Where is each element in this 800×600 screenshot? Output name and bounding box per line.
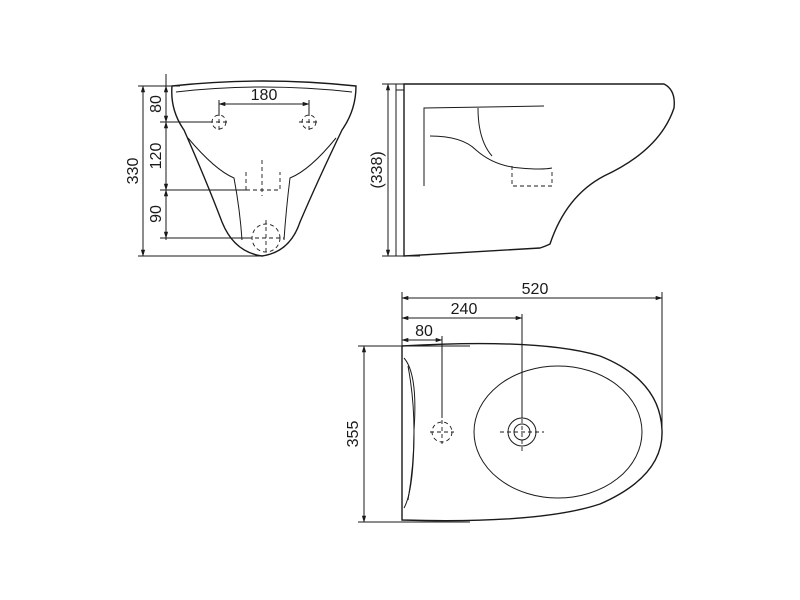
top-tap-hole bbox=[431, 421, 453, 443]
dim-length-label: 520 bbox=[522, 281, 549, 298]
side-body-outline bbox=[403, 83, 675, 257]
dim-top-label: 80 bbox=[148, 95, 165, 113]
top-dimensions: 520 240 80 355 bbox=[345, 281, 663, 523]
dim-total-height-label: 330 bbox=[125, 158, 142, 185]
dim-middle-label: 120 bbox=[148, 143, 165, 170]
dim-tap-label: 80 bbox=[415, 323, 433, 340]
front-rim-line bbox=[175, 86, 353, 93]
side-height-label: (338) bbox=[369, 151, 386, 188]
side-view: (338) bbox=[369, 83, 675, 257]
dim-hole-spacing-label: 180 bbox=[251, 87, 278, 104]
dim-drain-label: 240 bbox=[451, 301, 478, 318]
side-inlet-outline bbox=[511, 166, 553, 187]
top-view: 520 240 80 355 bbox=[345, 281, 663, 523]
dim-bottom-label: 90 bbox=[148, 205, 165, 223]
top-bowl bbox=[473, 365, 643, 499]
front-inner-contour bbox=[187, 137, 337, 241]
top-outer-outline bbox=[401, 342, 663, 522]
front-inlet-outline bbox=[245, 160, 281, 196]
dim-width-label: 355 bbox=[345, 421, 362, 448]
front-bowl-outline bbox=[171, 80, 357, 257]
top-wall-plate bbox=[403, 357, 416, 509]
front-view: 180 80 120 90 330 bbox=[125, 74, 357, 257]
side-inner-bowl bbox=[423, 105, 553, 186]
front-dimensions: 180 80 120 90 330 bbox=[125, 74, 310, 257]
